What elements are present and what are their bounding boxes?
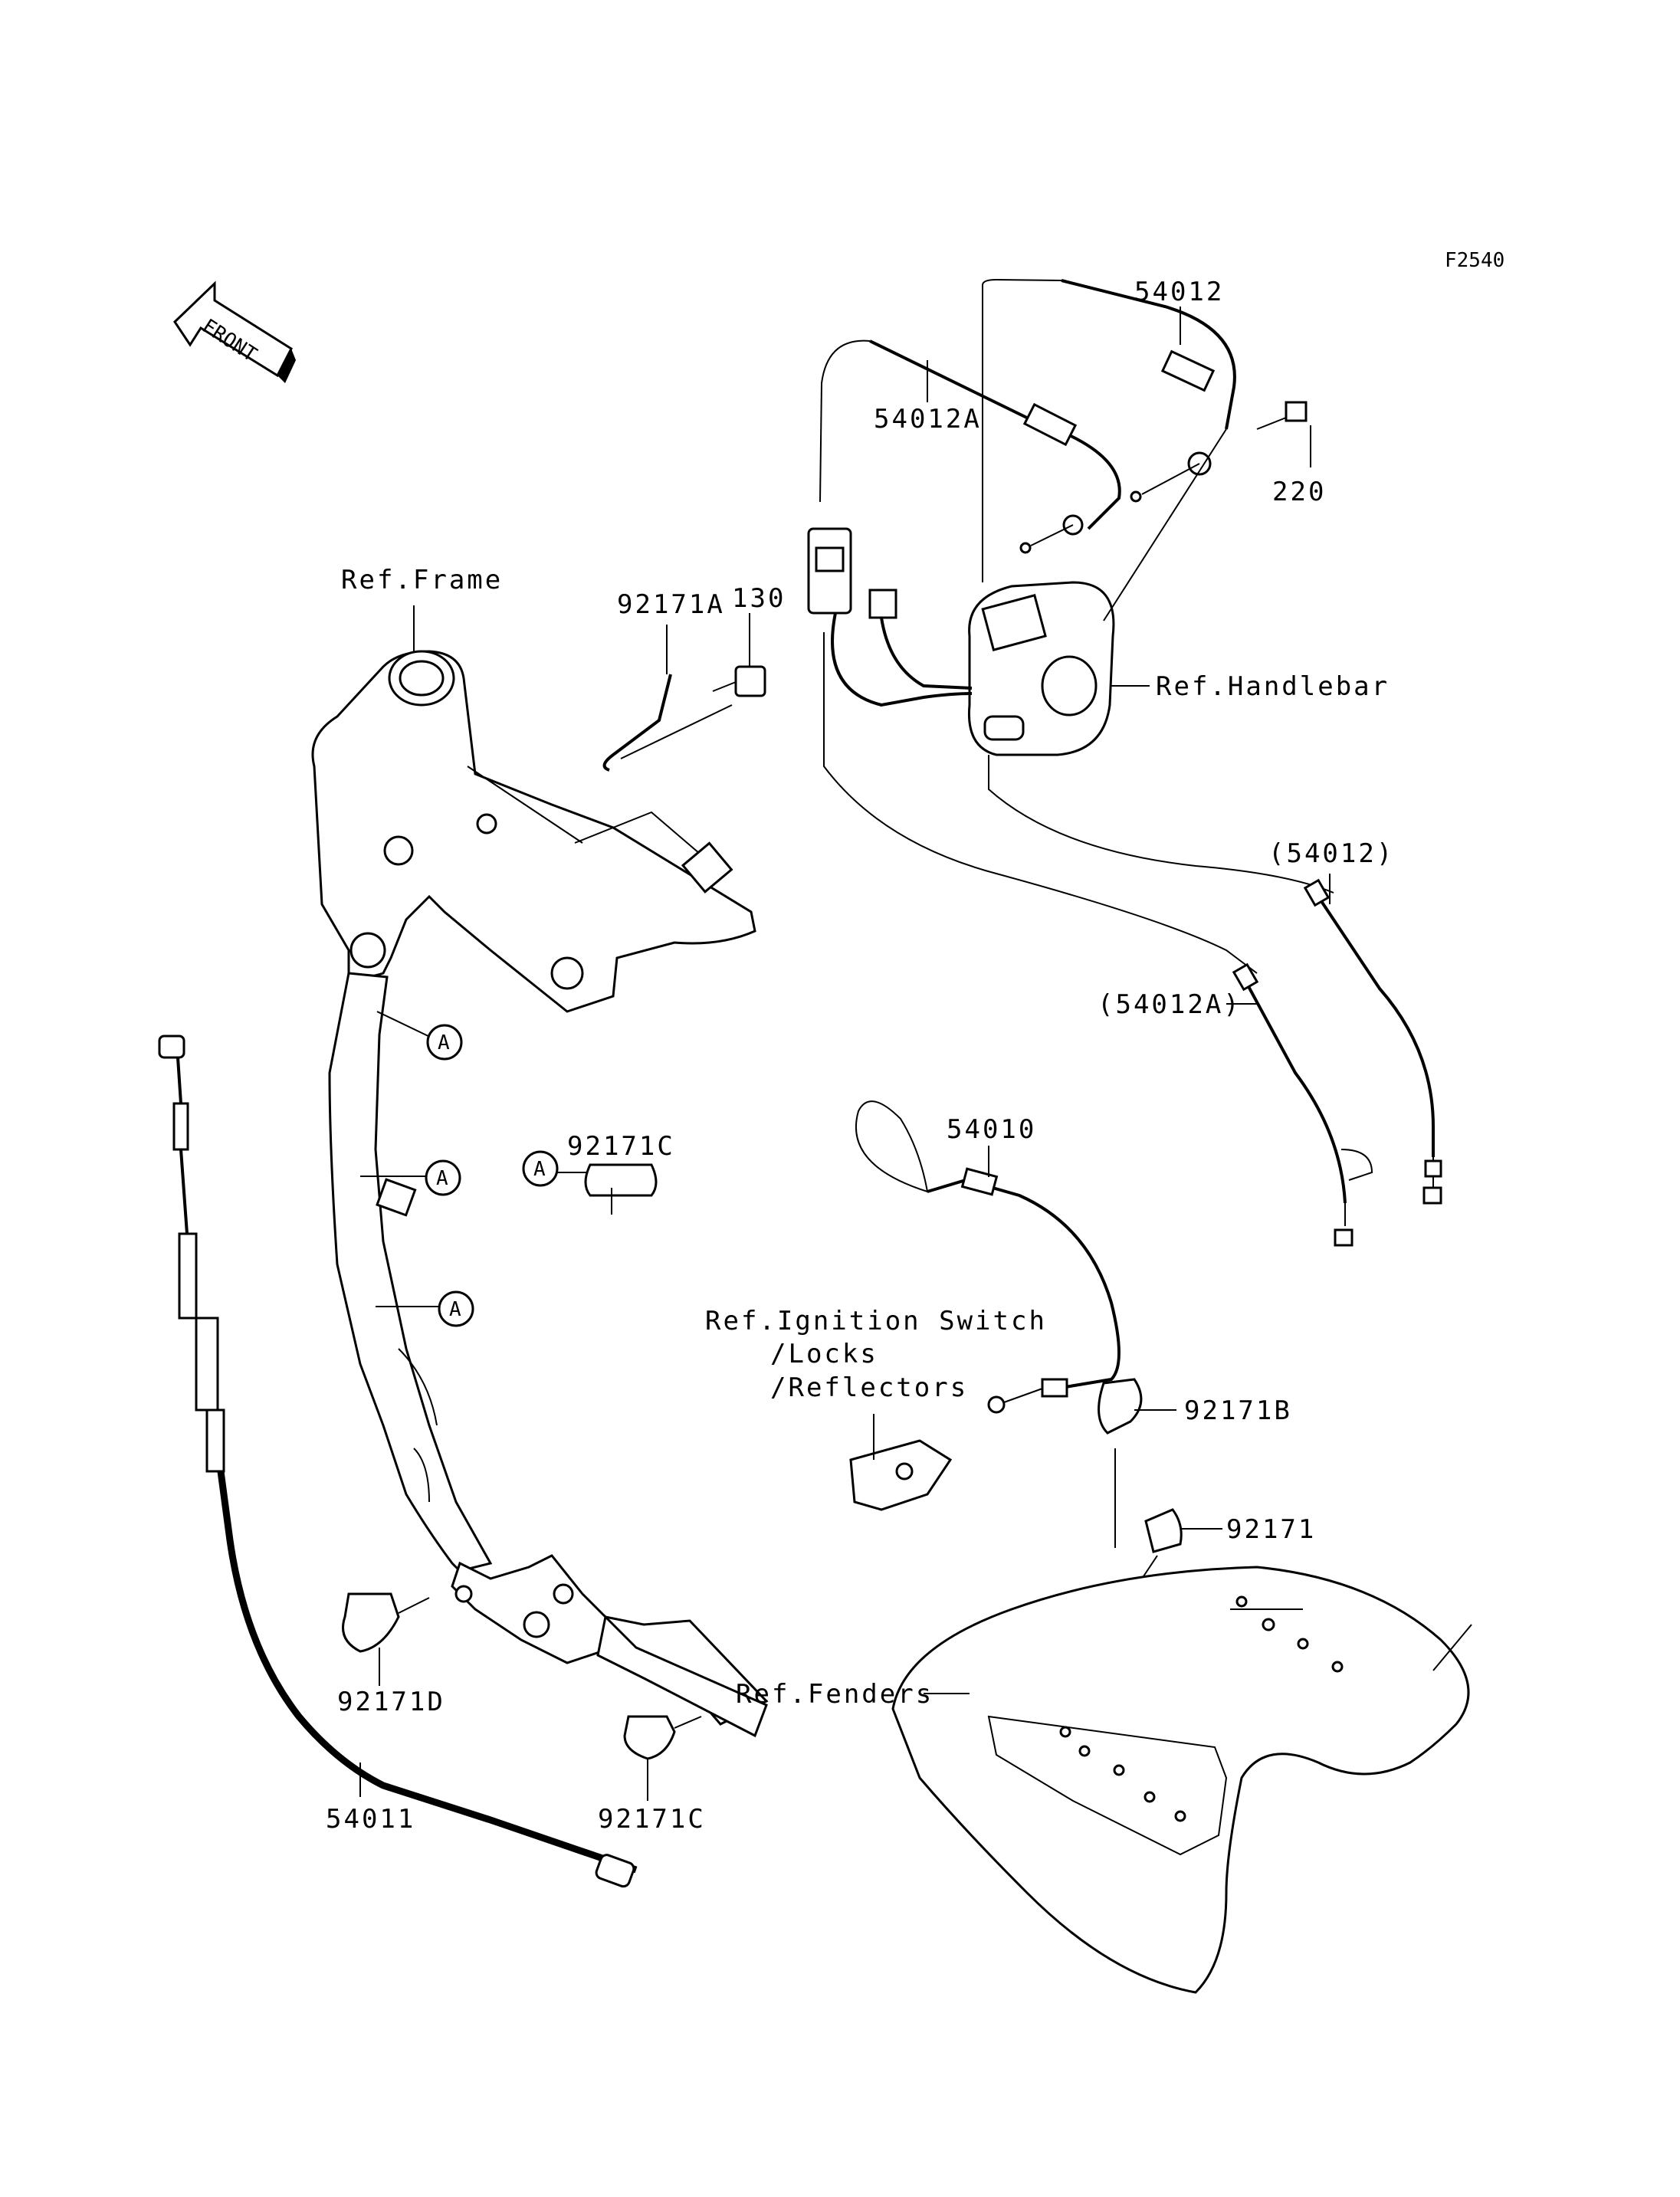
label-92171b: 92171B xyxy=(1184,1395,1292,1426)
label-ref-fenders: Ref.Fenders xyxy=(736,1679,934,1710)
label-ref-handlebar: Ref.Handlebar xyxy=(1156,671,1390,702)
label-54012: 54012 xyxy=(1134,277,1224,307)
label-54012a-paren: (54012A) xyxy=(1098,989,1242,1020)
switch-connector xyxy=(807,527,973,707)
label-92171c-bottom: 92171C xyxy=(598,1804,706,1835)
throttle-cable-54012 xyxy=(982,278,1236,503)
leader-handlebar-cable-b xyxy=(988,755,1334,894)
label-92171: 92171 xyxy=(1226,1514,1316,1545)
label-92171d: 92171D xyxy=(337,1687,445,1717)
label-92171a: 92171A xyxy=(617,589,725,620)
handlebar-switch-housing xyxy=(967,581,1115,756)
clamp-92171b xyxy=(1098,1378,1176,1548)
cable-54010 xyxy=(855,1100,1121,1414)
label-ref-frame: Ref.Frame xyxy=(341,565,503,595)
clamp-92171d xyxy=(342,1592,430,1674)
label-54010: 54010 xyxy=(947,1114,1036,1145)
cable-54012-lower xyxy=(1303,878,1442,1205)
clamp-92171c-top: A xyxy=(522,1150,658,1197)
callout-a-1: A xyxy=(376,1011,463,1061)
svg-text:A: A xyxy=(436,1167,448,1190)
label-220: 220 xyxy=(1272,477,1326,507)
front-arrow-icon: FRONT xyxy=(173,280,296,383)
frame-down-tube xyxy=(328,972,769,1738)
callout-a-2: A xyxy=(360,1159,461,1217)
svg-text:A: A xyxy=(533,1158,546,1181)
bolt-130 xyxy=(712,665,766,697)
svg-text:A: A xyxy=(438,1031,450,1054)
ignition-switch-bracket xyxy=(849,1414,953,1511)
clamp-92171a xyxy=(602,674,733,772)
label-54012-paren: (54012) xyxy=(1268,838,1394,869)
clamp-92171 xyxy=(1141,1508,1222,1579)
label-ref-ignition-2: /Locks xyxy=(770,1339,878,1369)
bolt-220 xyxy=(1256,401,1308,430)
leader-handlebar-cable-a xyxy=(823,632,1258,974)
label-54012a: 54012A xyxy=(874,404,982,434)
label-92171c-top: 92171C xyxy=(567,1131,675,1162)
label-54011: 54011 xyxy=(326,1804,415,1835)
label-130: 130 xyxy=(732,583,786,614)
svg-text:A: A xyxy=(449,1298,461,1321)
label-ref-ignition-3: /Reflectors xyxy=(770,1372,968,1403)
clutch-cable-54011 xyxy=(158,1035,638,1888)
clamp-92171c-bottom xyxy=(623,1715,702,1789)
frame xyxy=(311,650,756,1013)
rear-fender xyxy=(891,1566,1472,1994)
cable-54012a-lower xyxy=(1232,962,1373,1247)
callout-a-3: A xyxy=(376,1290,474,1327)
throttle-cable-54012a xyxy=(819,339,1121,554)
label-ref-ignition-1: Ref.Ignition Switch xyxy=(705,1306,1047,1336)
leader-cable-split xyxy=(1103,428,1227,621)
figure-code: F2540 xyxy=(1445,249,1504,272)
